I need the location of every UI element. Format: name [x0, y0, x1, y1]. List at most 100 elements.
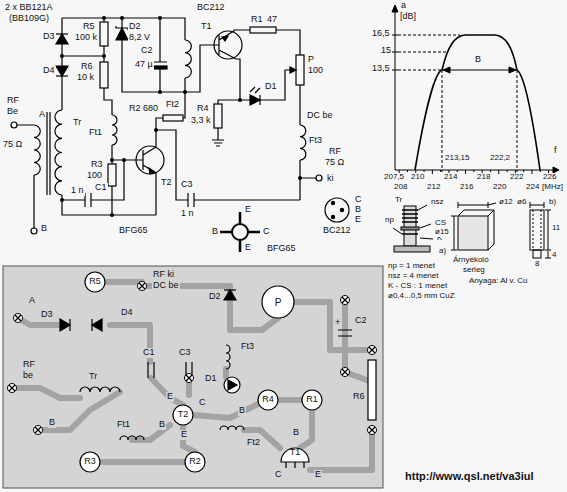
axis-tick — [465, 170, 466, 174]
shield-can-part — [530, 202, 544, 208]
axis-label: 220 — [492, 183, 507, 192]
axis-tick — [440, 170, 441, 172]
junction-dot-part — [110, 158, 114, 162]
axis-label: 16,5 — [371, 29, 391, 39]
pcb-label: Tr — [88, 372, 98, 382]
pcb-component-part — [258, 390, 278, 410]
pcb-component-part — [173, 405, 193, 425]
axis-label: a — [400, 1, 407, 11]
schematic-label: D4 — [42, 66, 56, 76]
schematic-label: RF — [6, 96, 20, 106]
solder-pad — [8, 384, 17, 393]
pcb-component-part — [80, 452, 100, 472]
solder-pad-part — [369, 347, 375, 353]
solder-pad-part — [139, 283, 145, 289]
pcb-component-part — [91, 319, 92, 331]
solder-pad — [368, 346, 377, 355]
pcb-component-part — [338, 330, 352, 336]
solder-pad-part — [35, 427, 41, 433]
response-chart-part — [392, 35, 398, 70]
schematic-wire-part — [340, 208, 343, 211]
junction-dot-part — [60, 54, 64, 58]
axis-tick — [457, 170, 458, 172]
pcb-trace-part — [18, 318, 60, 325]
junction-dot-part — [298, 176, 302, 180]
coil-winding — [185, 40, 191, 78]
coil-label: nsz — [430, 198, 444, 207]
pcb-component-part — [224, 289, 236, 290]
axis-label: 218 — [476, 173, 491, 182]
response-chart-part — [392, 5, 398, 12]
solder-pad-part — [14, 314, 23, 323]
pcb-label: C — [198, 398, 207, 408]
coil-winding — [34, 125, 40, 175]
pcb-pad — [8, 282, 377, 435]
pcb-label: D4 — [120, 308, 134, 318]
schematic-label: R2 — [128, 104, 142, 114]
pcb-label: P — [274, 297, 283, 308]
schematic-wire-part — [250, 87, 260, 93]
axis-label: 226 — [542, 173, 557, 182]
response-chart-part — [446, 70, 513, 71]
response-chart-part — [398, 35, 517, 172]
schematic-wire-part — [250, 95, 260, 105]
schematic-wire-part — [331, 215, 334, 218]
schematic-label: 3,3 k — [190, 116, 212, 126]
coil-label: ø12 — [498, 198, 514, 207]
schematic-wire-part — [100, 22, 108, 46]
axis-tick — [507, 170, 508, 172]
schematic-label: T1 — [200, 22, 213, 32]
pcb-label: B — [292, 428, 300, 438]
pcb-label: C — [274, 470, 283, 480]
schematic-wire-part — [153, 66, 167, 69]
coil-label: Árnyékoló — [452, 256, 490, 265]
pcb-label: T1 — [289, 448, 302, 458]
coil-label: 8 — [534, 260, 540, 269]
axis-label: 207,5 — [383, 173, 405, 182]
pcb-component-part — [228, 380, 237, 390]
pcb-label: B — [48, 418, 56, 428]
pcb-label: DC be — [152, 281, 180, 291]
axis-label: 210 — [410, 173, 425, 182]
pcb-label: R4 — [261, 395, 275, 405]
schematic-label: R6 — [80, 62, 94, 72]
coil-former-part — [401, 227, 419, 230]
solder-pad-part — [342, 297, 348, 303]
solder-pad-part — [8, 384, 17, 393]
pcb-label: C2 — [354, 316, 368, 326]
schematic-wire-part — [220, 212, 260, 252]
junction-dot-part — [154, 128, 158, 132]
pcb-label: E — [314, 470, 322, 480]
solder-pad — [138, 282, 147, 291]
junction-dot-part — [158, 16, 162, 20]
schematic-wire-part — [56, 66, 68, 76]
axis-label: 222,2 — [489, 154, 511, 163]
pcb-label: Ft1 — [116, 420, 131, 430]
pcb-label: R3 — [83, 457, 97, 467]
schematic-wire-part — [232, 224, 248, 240]
axis-label: 212 — [426, 183, 441, 192]
solder-pad — [368, 426, 377, 435]
coil-winding — [112, 115, 117, 145]
coil-winding — [226, 345, 230, 369]
solder-pad-part — [138, 282, 147, 291]
schematic-label: B — [40, 224, 48, 234]
junction-dot-part — [102, 54, 106, 58]
schematic-label: 2 x BB121A — [4, 3, 54, 13]
schematic-wire-part — [116, 28, 128, 40]
coil-label: nsz = 4 menet — [387, 272, 439, 281]
junction-dot-part — [183, 90, 187, 94]
solder-pad-part — [341, 296, 350, 305]
schematic-wire-part — [61, 18, 62, 110]
shield-can-part — [458, 216, 488, 250]
solder-pad-part — [368, 346, 377, 355]
pcb-label: be — [22, 371, 34, 381]
junction-dot-part — [102, 16, 106, 20]
schematic-wire-part — [290, 67, 296, 73]
solder-pad-part — [185, 374, 194, 383]
schematic-label: E — [354, 215, 362, 225]
schematic-label: 47 — [266, 15, 278, 25]
schematic-label: BFG65 — [118, 226, 149, 236]
pcb-component-part — [286, 462, 304, 468]
